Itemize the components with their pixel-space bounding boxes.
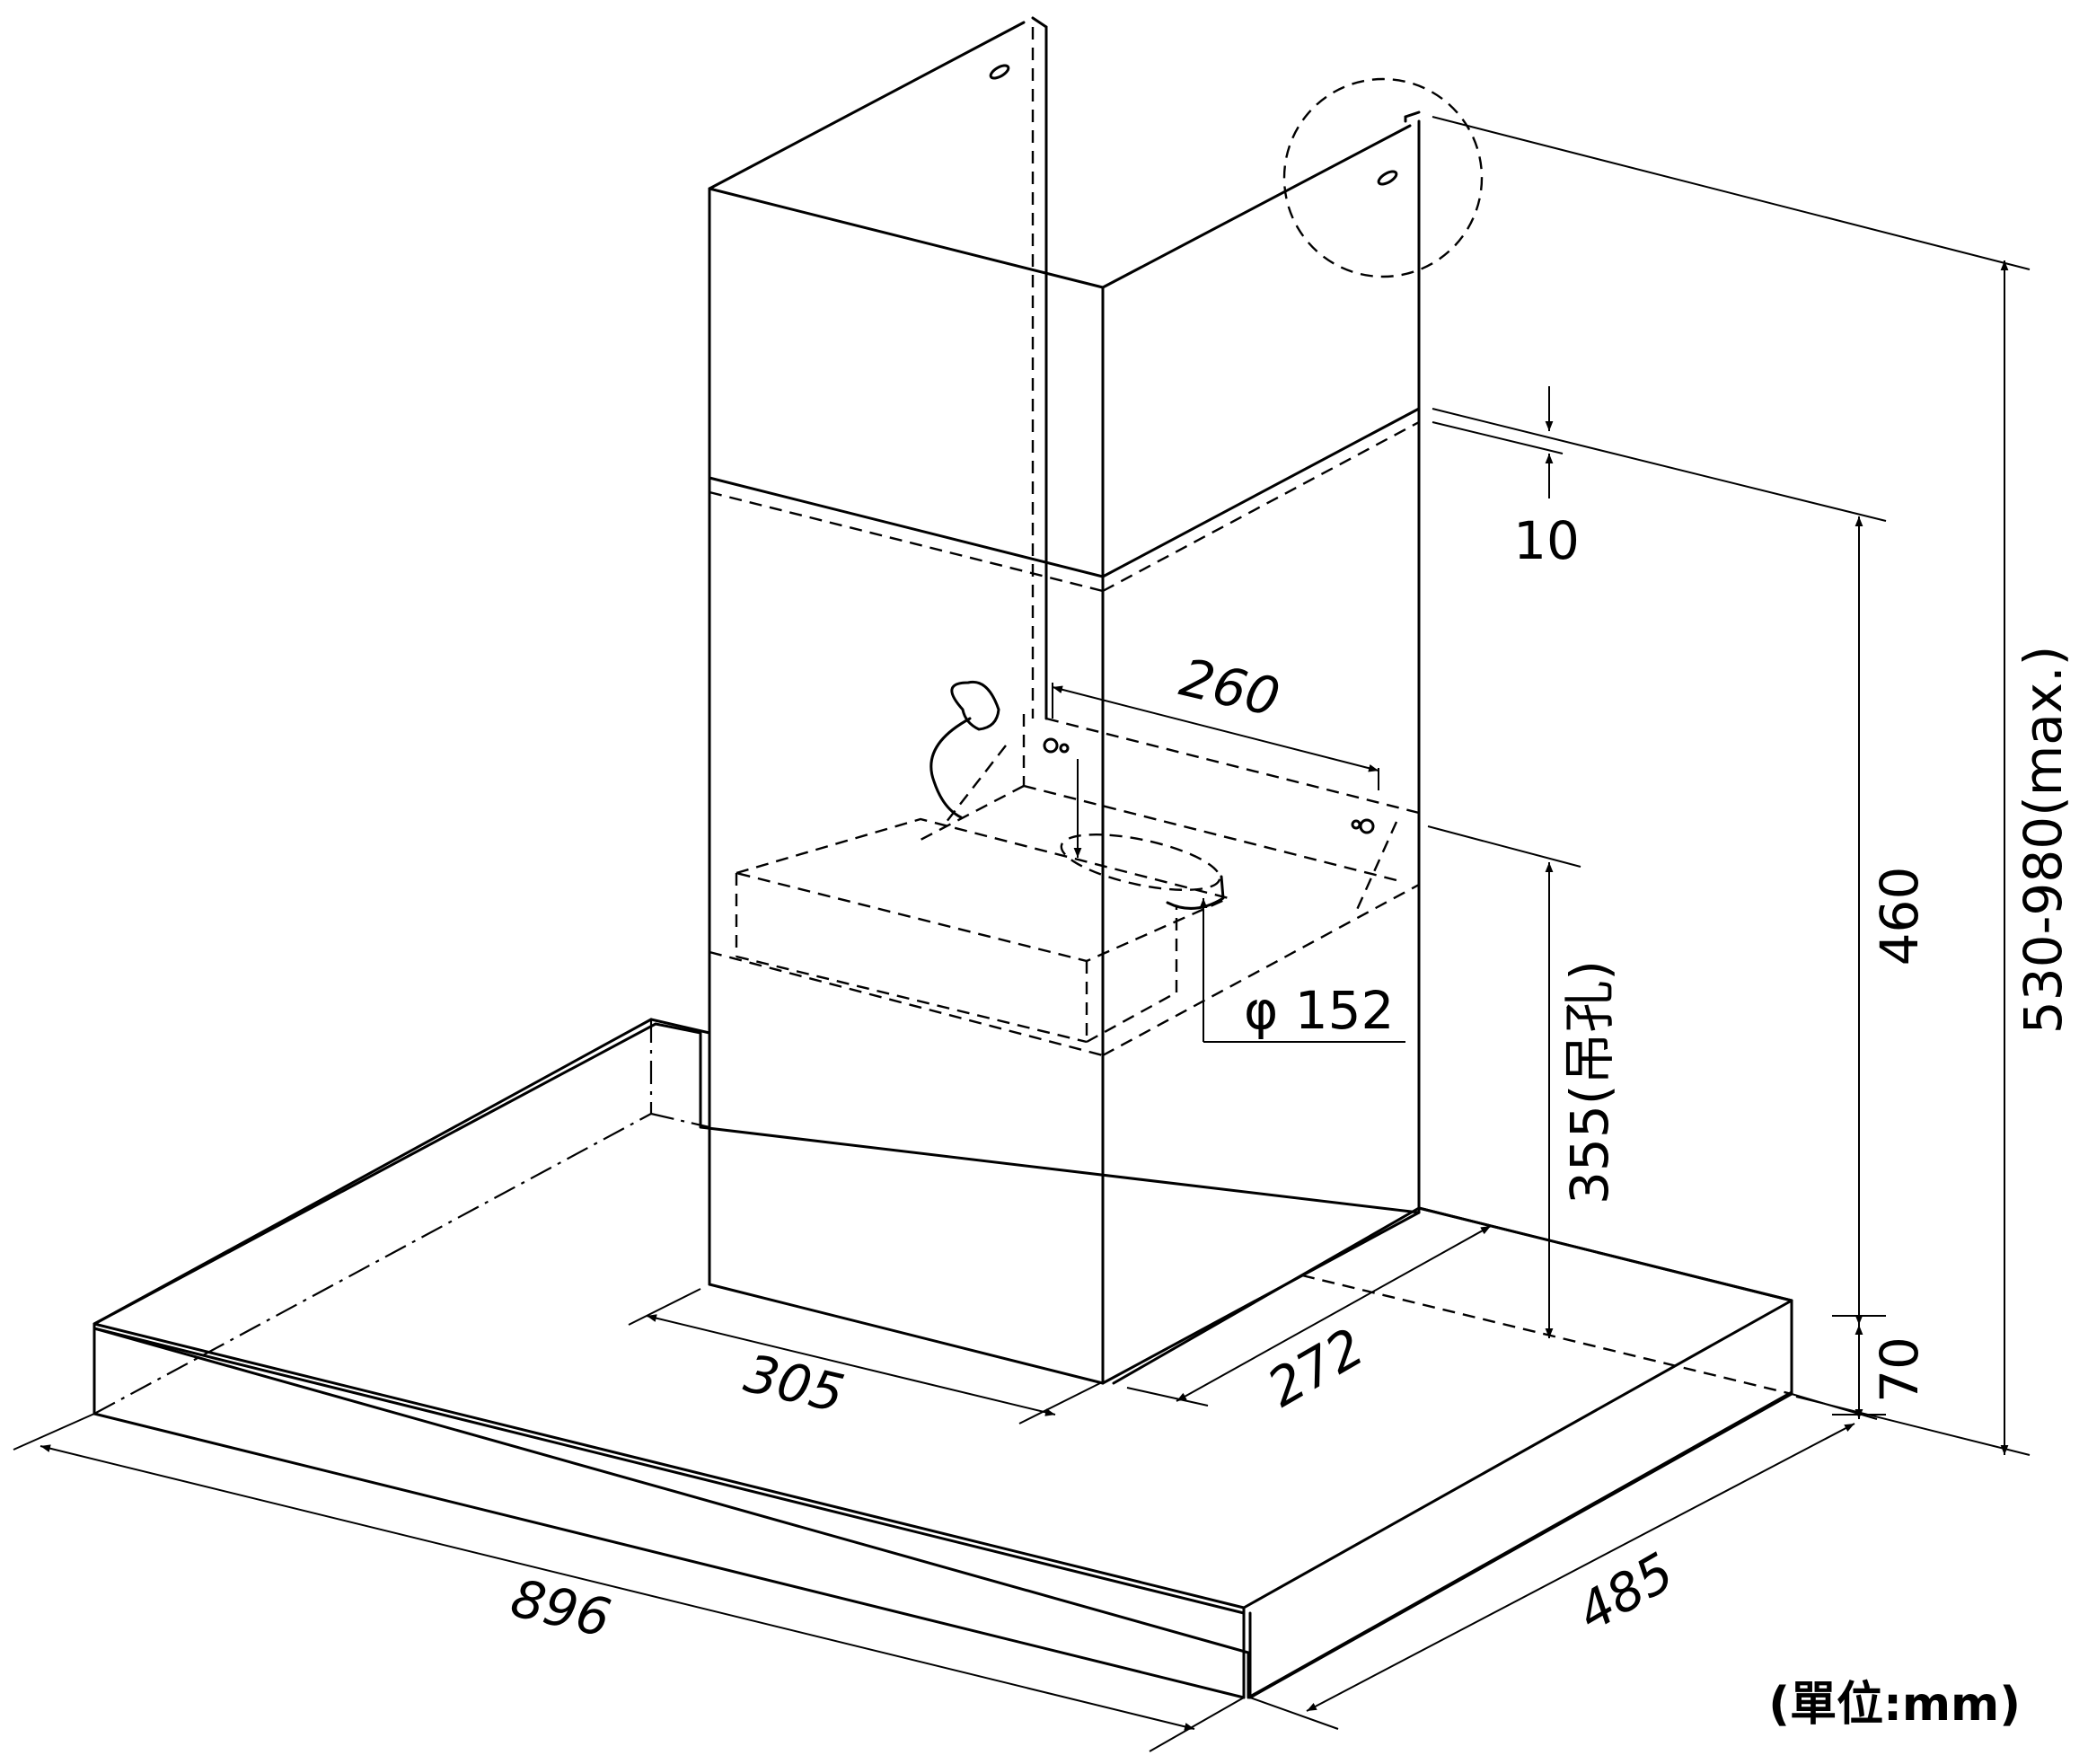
dim-chimney-width: 305 bbox=[739, 1343, 850, 1424]
dim-chimney-depth: 272 bbox=[1257, 1317, 1374, 1419]
dim-hole-height: 355(吊孔) bbox=[1559, 960, 1620, 1204]
duct-outlet bbox=[1060, 833, 1221, 891]
power-cord bbox=[929, 717, 972, 819]
dim-chimney-height: 460 bbox=[1869, 867, 1930, 966]
mount-hole-icon bbox=[1043, 737, 1059, 754]
dim-offset: 10 bbox=[1513, 510, 1580, 571]
chimney bbox=[708, 16, 1484, 1385]
dim-total-width: 896 bbox=[506, 1567, 616, 1649]
dim-bracket-spacing: 260 bbox=[1175, 647, 1285, 728]
unit-label: (單位:mm) bbox=[1768, 1678, 2021, 1732]
dimension-lines bbox=[13, 116, 2031, 1752]
dim-duct-diameter: φ 152 bbox=[1244, 980, 1394, 1041]
detail-circle bbox=[1282, 77, 1484, 278]
hood-canopy bbox=[93, 1018, 1793, 1699]
plug-icon bbox=[950, 680, 1000, 731]
mount-hole-icon bbox=[1359, 818, 1375, 834]
dim-base-height: 70 bbox=[1869, 1336, 1930, 1403]
dim-overall-height: 530-980(max.) bbox=[2013, 646, 2074, 1034]
dim-total-depth: 485 bbox=[1567, 1541, 1684, 1644]
